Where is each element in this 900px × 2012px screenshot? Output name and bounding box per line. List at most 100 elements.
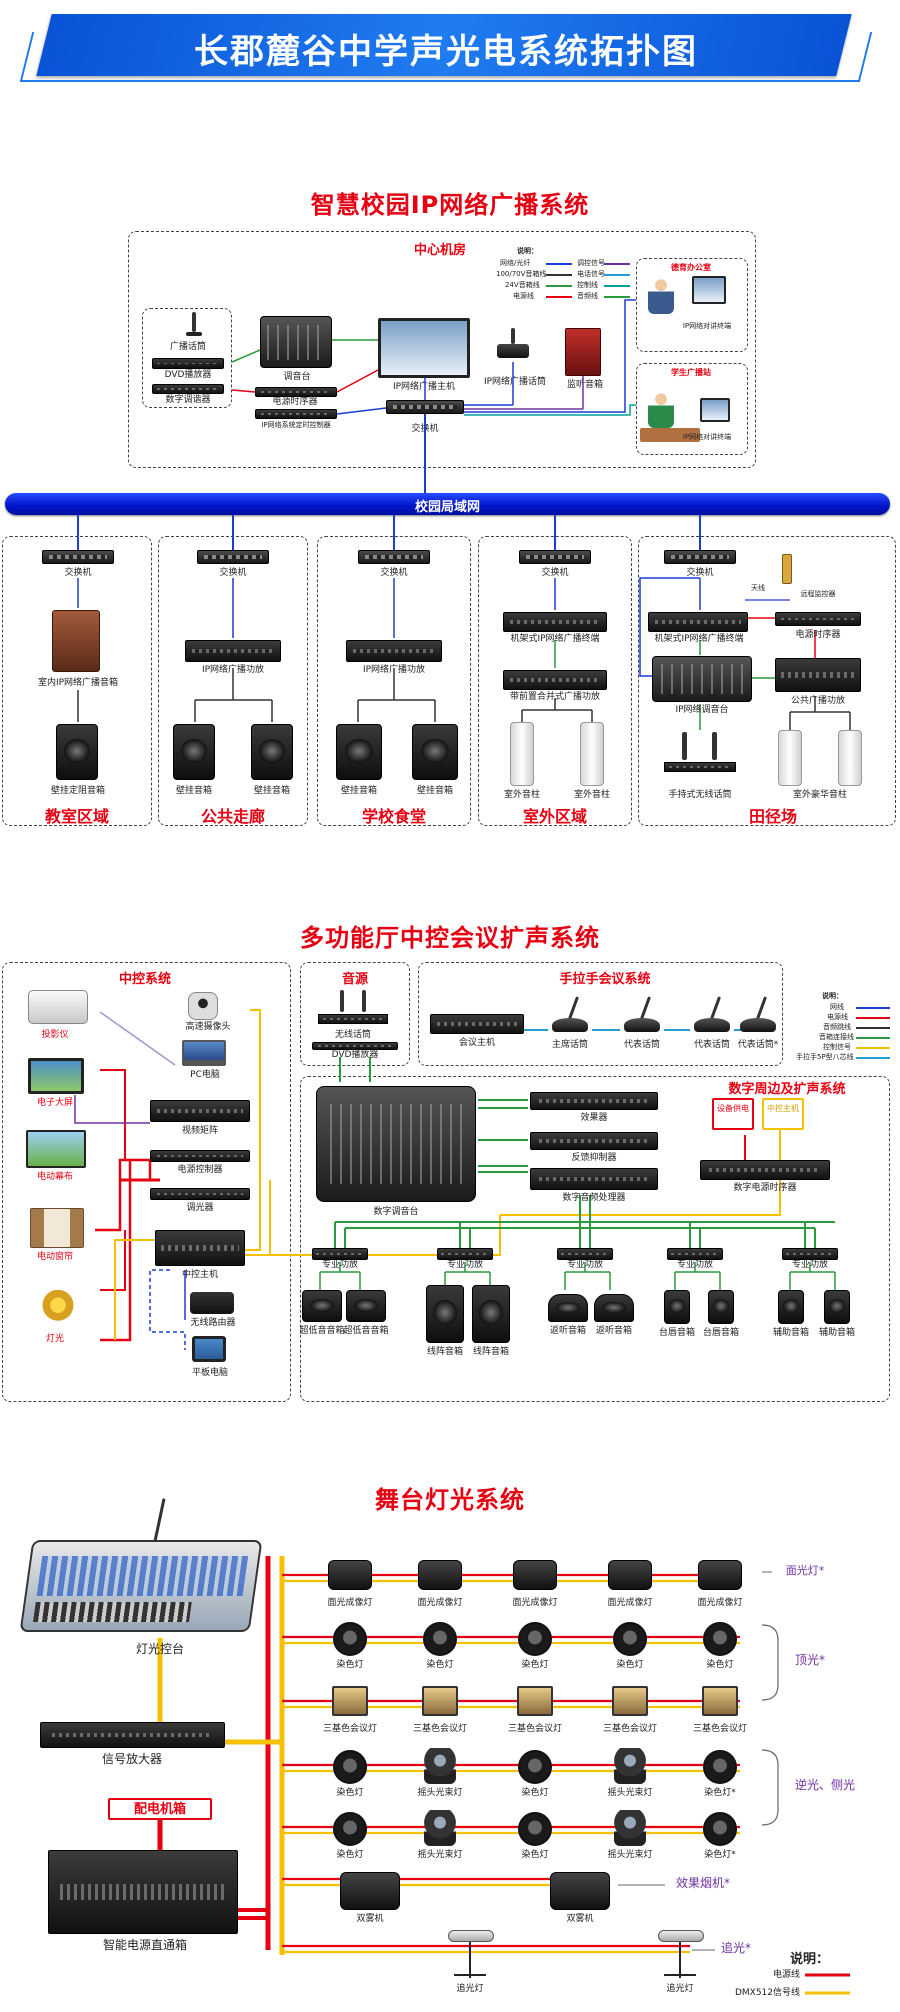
legend-item: 100/70V音箱线 bbox=[496, 270, 547, 278]
mixer-icon bbox=[260, 316, 332, 368]
light-label: 面光成像灯 bbox=[697, 1598, 743, 1608]
pro-amp-1-label: 专业功放 bbox=[321, 1260, 358, 1270]
rep-mic-3-label: 代表话筒* bbox=[737, 1040, 779, 1050]
teacher-terminal-label: IP网络对讲终端 bbox=[682, 322, 732, 330]
outdoor-column-2-icon bbox=[580, 722, 604, 786]
corridor-switch-icon bbox=[197, 550, 269, 564]
tv-icon bbox=[28, 1058, 84, 1094]
outdoor-switch-label: 交换机 bbox=[541, 568, 569, 578]
light-label: 染色灯 bbox=[336, 1850, 364, 1860]
chandelier-label: 灯光 bbox=[45, 1334, 64, 1344]
curtain-label: 电动窗帘 bbox=[36, 1252, 73, 1262]
follow-spot-label: 追光灯 bbox=[666, 1984, 694, 1994]
monitor-speaker-1-icon bbox=[548, 1294, 588, 1322]
legend-item: 网线 bbox=[830, 1003, 844, 1011]
profile-spot-icon bbox=[698, 1560, 742, 1590]
stage-lip-speaker-2-icon bbox=[708, 1290, 734, 1324]
follow-spot-label: 追光灯 bbox=[456, 1984, 484, 1994]
line-array-2-label: 线阵音箱 bbox=[472, 1347, 509, 1357]
legend-item: 音箱连接线 bbox=[819, 1033, 854, 1041]
digital-power-seq-icon bbox=[700, 1160, 830, 1180]
student-room-title: 学生广播站 bbox=[671, 368, 711, 377]
par-light-icon bbox=[333, 1812, 367, 1846]
par-light-icon bbox=[703, 1812, 737, 1846]
classroom-switch-icon bbox=[42, 550, 114, 564]
profile-spot-icon bbox=[513, 1560, 557, 1590]
light-label: 摇头光束灯 bbox=[607, 1788, 653, 1798]
fog-machine-icon bbox=[550, 1872, 610, 1910]
par-light-icon bbox=[518, 1812, 552, 1846]
light-label: 三基色会议灯 bbox=[412, 1724, 467, 1734]
outdoor-switch-icon bbox=[519, 550, 591, 564]
broadcast-host-icon bbox=[378, 318, 470, 378]
moving-head-icon bbox=[424, 1810, 456, 1846]
area-outdoor-title: 室外区域 bbox=[522, 807, 587, 826]
ctrl-host-box bbox=[762, 1098, 804, 1130]
legend-item: 手拉手5P型八芯线 bbox=[796, 1053, 854, 1061]
field-column-label: 室外豪华音柱 bbox=[792, 790, 847, 800]
classroom-switch-label: 交换机 bbox=[64, 568, 92, 578]
mixer-label: 调音台 bbox=[283, 372, 311, 382]
power-sequencer-icon bbox=[255, 387, 337, 397]
stage-lip-speaker-1-label: 台唇音箱 bbox=[658, 1328, 695, 1338]
lighting-console-icon bbox=[19, 1540, 263, 1632]
area-canteen-title: 学校食堂 bbox=[361, 807, 426, 826]
area-field-title: 田径场 bbox=[748, 807, 797, 826]
aux-speaker-2-label: 辅助音箱 bbox=[818, 1328, 855, 1338]
profile-spot-icon bbox=[608, 1560, 652, 1590]
outdoor-column-1-icon bbox=[510, 722, 534, 786]
digital-box bbox=[300, 1076, 890, 1402]
light-label: 染色灯* bbox=[704, 1850, 736, 1860]
field-ip-mixer-label: IP网络调音台 bbox=[675, 705, 729, 715]
effect-processor-icon bbox=[530, 1092, 658, 1110]
canteen-amp-label: IP网络广播功放 bbox=[362, 665, 426, 675]
teacher-office-title: 德育办公室 bbox=[671, 263, 711, 272]
field-switch-label: 交换机 bbox=[686, 568, 714, 578]
aux-speaker-2-icon bbox=[824, 1290, 850, 1324]
remote-monitor-icon bbox=[782, 554, 792, 584]
chairman-mic-icon bbox=[548, 996, 592, 1036]
canteen-speaker-2-icon bbox=[412, 724, 458, 780]
digital-console-icon bbox=[316, 1086, 476, 1202]
profile-spot-icon bbox=[418, 1560, 462, 1590]
monitor-speaker-label: 监听音箱 bbox=[566, 380, 603, 390]
field-power-seq-label: 电源时序器 bbox=[795, 630, 841, 640]
legend-item: 电话信号 bbox=[577, 270, 605, 278]
camera-icon bbox=[188, 992, 218, 1020]
field-column-1-icon bbox=[778, 730, 802, 786]
broadcast-mic-label: 广播话筒 bbox=[169, 342, 206, 352]
audio-processor-label: 数字音频处理器 bbox=[562, 1193, 626, 1203]
light-label: 摇头光束灯 bbox=[607, 1850, 653, 1860]
pro-amp-2-icon bbox=[437, 1248, 493, 1260]
ip-mic-label: IP网络广播话筒 bbox=[483, 377, 547, 387]
tricolor-panel-icon bbox=[332, 1686, 368, 1716]
rep-mic-1-label: 代表话筒 bbox=[623, 1040, 660, 1050]
antenna-label: 天线 bbox=[751, 584, 765, 592]
area-field-box bbox=[638, 536, 896, 826]
monitor-speaker-2-icon bbox=[594, 1294, 634, 1322]
canteen-speaker-2-label: 壁挂音箱 bbox=[416, 786, 453, 796]
campus-lan-bar: 校园局域网 bbox=[5, 493, 890, 515]
effect-processor-label: 效果器 bbox=[580, 1113, 608, 1123]
source-subbox bbox=[142, 308, 232, 408]
video-matrix-icon bbox=[150, 1100, 250, 1122]
digital-console-label: 数字调音台 bbox=[373, 1207, 419, 1217]
projector-icon bbox=[28, 990, 88, 1024]
audio-processor-icon bbox=[530, 1168, 658, 1190]
tricolor-panel-icon bbox=[702, 1686, 738, 1716]
light-label: 染色灯 bbox=[521, 1660, 549, 1670]
pc-label: PC电脑 bbox=[190, 1070, 220, 1080]
canteen-speaker-1-label: 壁挂音箱 bbox=[340, 786, 377, 796]
canteen-switch-label: 交换机 bbox=[380, 568, 408, 578]
field-public-amp-label: 公共广播功放 bbox=[790, 696, 845, 706]
source-dvd-label: DVD播放器 bbox=[331, 1050, 379, 1060]
main-title: 长郡麓谷中学声光电系统拓扑图 bbox=[194, 32, 698, 72]
par-light-icon bbox=[613, 1622, 647, 1656]
corridor-speaker-1-icon bbox=[173, 724, 215, 780]
light-label: 三基色会议灯 bbox=[602, 1724, 657, 1734]
signal-amplifier-icon bbox=[40, 1722, 225, 1748]
center-room-box bbox=[128, 231, 756, 468]
line-array-2-icon bbox=[472, 1285, 510, 1343]
